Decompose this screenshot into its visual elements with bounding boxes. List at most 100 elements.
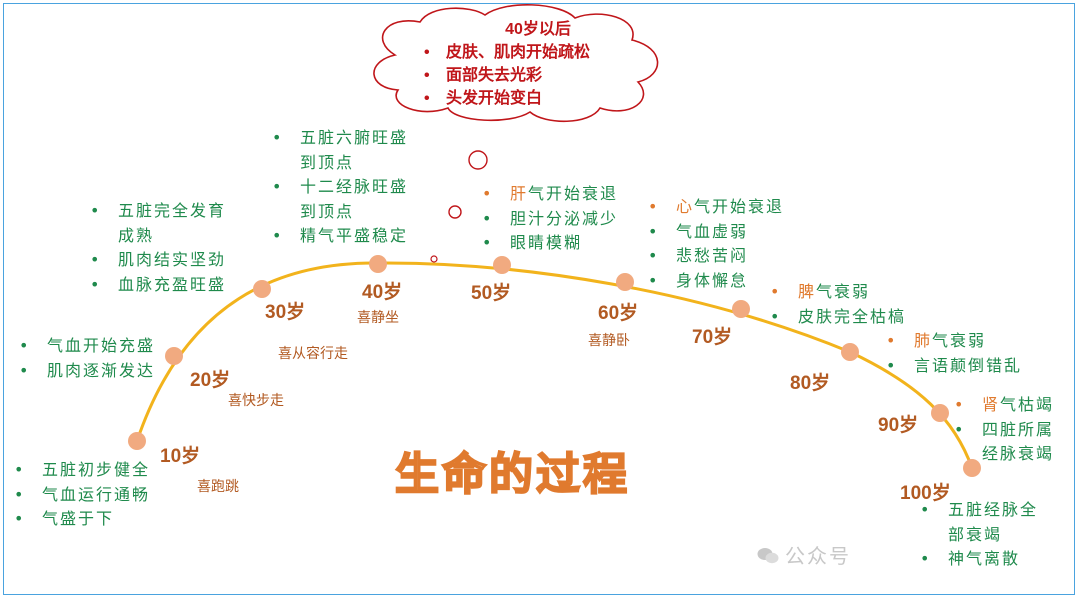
note-text: 神气离散 [948, 549, 1021, 568]
activity-label: 喜从容行走 [278, 346, 348, 362]
note-item: 眼睛模糊 [482, 231, 618, 256]
note-item: 气盛于下 [14, 507, 150, 532]
age-label: 30岁 [265, 302, 306, 323]
stage-node-8 [931, 404, 949, 422]
note-text: 言语颠倒错乱 [914, 355, 1023, 375]
note-text: 气开始衰退 [528, 184, 619, 203]
note-text: 气衰弱 [932, 331, 987, 350]
cloud-bubble-medium [448, 205, 462, 219]
age-label: 80岁 [790, 373, 831, 394]
note-item: 肾气枯竭 [954, 393, 1054, 418]
stage-notes: 五脏六腑旺盛到顶点十二经脉旺盛到顶点精气平盛稳定 [272, 126, 408, 249]
cloud-item: 皮肤、肌肉开始疏松 [418, 41, 618, 64]
note-item: 肺气衰弱 [886, 329, 1022, 354]
note-text: 气衰弱 [816, 282, 871, 301]
diagram-title: 生命的过程 [394, 448, 630, 501]
note-text: 肌肉结实坚劲 [118, 250, 227, 269]
stage-notes: 五脏完全发育成熟肌肉结实坚劲血脉充盈旺盛 [90, 199, 226, 297]
stage-notes: 肺气衰弱言语颠倒错乱 [886, 329, 1022, 378]
cloud-content: 40岁以后 皮肤、肌肉开始疏松 面部失去光彩 头发开始变白 [418, 18, 618, 110]
note-text: 肌肉逐渐发达 [47, 360, 156, 380]
note-text: 五脏经脉全 [948, 500, 1039, 519]
life-arc-curve [135, 261, 974, 469]
note-text: 气盛于下 [42, 509, 115, 528]
age-label: 10岁 [160, 446, 201, 467]
note-text: 眼睛模糊 [510, 233, 583, 252]
note-text: 身体懈怠 [676, 270, 749, 290]
organ-name: 肺 [914, 331, 933, 350]
note-text: 气血虚弱 [676, 221, 749, 241]
watermark: 公众号 [757, 540, 851, 569]
note-text: 胆汁分泌减少 [510, 208, 619, 228]
activity-label: 喜静坐 [357, 310, 399, 326]
stage-notes: 肾气枯竭四脏所属经脉衰竭 [954, 393, 1054, 467]
note-item: 身体懈怠 [648, 269, 784, 294]
cloud-title: 40岁以后 [505, 21, 571, 38]
note-text: 经脉衰竭 [982, 444, 1055, 463]
note-text: 气枯竭 [1000, 395, 1055, 414]
organ-name: 肾 [982, 395, 1001, 414]
note-item: 气血开始充盛 [19, 334, 155, 359]
organ-name: 脾 [798, 282, 817, 301]
note-text: 血脉充盈旺盛 [118, 274, 227, 294]
stage-notes: 肝气开始衰退胆汁分泌减少眼睛模糊 [482, 182, 618, 256]
cloud-item: 头发开始变白 [418, 87, 618, 110]
note-text: 成熟 [118, 225, 155, 245]
note-item: 肌肉结实坚劲 [90, 248, 226, 273]
age-label: 60岁 [598, 303, 639, 324]
note-item: 精气平盛稳定 [272, 224, 408, 249]
note-text: 部衰竭 [948, 524, 1003, 544]
note-text: 五脏六腑旺盛 [300, 128, 409, 147]
wechat-icon [757, 548, 779, 564]
activity-label: 喜静卧 [588, 333, 630, 349]
stage-notes: 五脏初步健全气血运行通畅气盛于下 [14, 458, 150, 532]
stage-notes: 五脏经脉全部衰竭神气离散 [920, 498, 1038, 572]
note-text: 到顶点 [300, 152, 355, 172]
age-label: 70岁 [692, 327, 733, 348]
note-text: 五脏初步健全 [42, 460, 151, 479]
note-item: 胆汁分泌减少 [482, 207, 618, 232]
note-item: 心气开始衰退 [648, 195, 784, 220]
stage-node-5 [616, 273, 634, 291]
stage-node-2 [253, 280, 271, 298]
stage-node-0 [128, 432, 146, 450]
note-text: 气开始衰退 [694, 197, 785, 216]
stage-node-6 [732, 300, 750, 318]
blue-frame [3, 3, 1075, 595]
stage-notes: 脾气衰弱皮肤完全枯槁 [770, 280, 906, 329]
age-label: 90岁 [878, 415, 919, 436]
organ-name: 肝 [510, 184, 529, 203]
cloud-bubble-large [468, 150, 488, 170]
stage-node-7 [841, 343, 859, 361]
note-item: 五脏初步健全 [14, 458, 150, 483]
stage-notes: 心气开始衰退气血虚弱悲愁苦闷身体懈怠 [648, 195, 784, 293]
note-item: 血脉充盈旺盛 [90, 273, 226, 298]
watermark-text: 公众号 [785, 544, 851, 568]
cloud-bubble-small [430, 255, 438, 263]
age-label: 20岁 [190, 370, 231, 391]
note-text: 皮肤完全枯槁 [798, 306, 907, 326]
note-text: 四脏所属 [982, 419, 1055, 439]
note-text: 五脏完全发育 [118, 201, 227, 220]
stage-node-1 [165, 347, 183, 365]
note-item: 皮肤完全枯槁 [770, 305, 906, 330]
age-label: 40岁 [362, 282, 403, 303]
note-text: 气血运行通畅 [42, 484, 151, 504]
stage-node-4 [493, 256, 511, 274]
note-item: 肌肉逐渐发达 [19, 359, 155, 384]
age-label: 50岁 [471, 283, 512, 304]
organ-name: 心 [676, 197, 695, 216]
note-text: 精气平盛稳定 [300, 226, 409, 245]
note-item: 气血运行通畅 [14, 483, 150, 508]
activity-label: 喜跑跳 [197, 479, 239, 495]
note-item: 肝气开始衰退 [482, 182, 618, 207]
note-item: 悲愁苦闷 [648, 244, 784, 269]
stage-node-3 [369, 255, 387, 273]
note-text: 气血开始充盛 [47, 336, 156, 355]
cloud-item: 面部失去光彩 [418, 64, 618, 87]
